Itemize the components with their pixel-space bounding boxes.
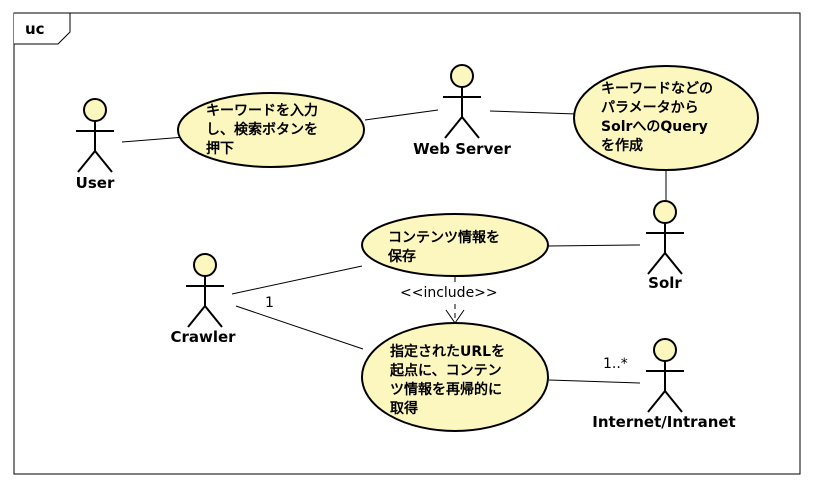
svg-text:起点に、コンテン: 起点に、コンテン xyxy=(389,362,502,379)
frame-tag: uc xyxy=(25,20,45,38)
assoc-webserver-query xyxy=(489,110,577,115)
include-label: <<include>> xyxy=(400,285,498,301)
svg-text:取得: 取得 xyxy=(390,400,418,417)
svg-text:Internet/Intranet: Internet/Intranet xyxy=(592,413,735,431)
svg-text:User: User xyxy=(76,174,115,192)
svg-text:保存: 保存 xyxy=(387,248,416,265)
associations xyxy=(121,109,667,384)
actor-internet-intranet: Internet/Intranet xyxy=(592,338,736,431)
assoc-input-webserver xyxy=(364,109,439,121)
assoc-crawler-save xyxy=(231,265,363,295)
svg-text:Crawler: Crawler xyxy=(170,328,236,346)
usecase-save-content: コンテンツ情報を 保存 xyxy=(361,213,549,277)
actor-web-server: Web Server xyxy=(413,64,512,158)
crawler-multiplicity: 1 xyxy=(265,295,274,311)
svg-text:Web Server: Web Server xyxy=(413,140,511,158)
actor-solr: Solr xyxy=(646,200,684,292)
usecase-crawl-url: 指定されたURLを 起点に、コンテン ツ情報を再帰的に 取得 xyxy=(361,322,549,432)
include-label-bg xyxy=(399,283,503,300)
usecase-build-query: キーワードなどの パラメータから SolrへのQuery を作成 xyxy=(573,65,759,171)
frame-tag-box xyxy=(14,12,71,45)
assoc-crawler-crawl xyxy=(235,305,364,350)
svg-text:キーワードを入力: キーワードを入力 xyxy=(206,102,318,119)
svg-text:ツ情報を再帰的に: ツ情報を再帰的に xyxy=(390,381,502,398)
assoc-user-input xyxy=(121,136,186,143)
internet-multiplicity: 1..* xyxy=(603,356,628,372)
svg-text:パラメータから: パラメータから xyxy=(601,100,699,116)
svg-text:SolrへのQuery: SolrへのQuery xyxy=(601,119,708,135)
assoc-crawl-internet xyxy=(548,379,641,384)
assoc-save-solr xyxy=(547,244,641,247)
svg-text:を作成: を作成 xyxy=(601,137,643,154)
actor-user: User xyxy=(76,98,115,192)
actor-crawler: Crawler xyxy=(170,253,236,346)
svg-text:キーワードなどの: キーワードなどの xyxy=(601,81,713,97)
svg-text:し、検索ボタンを: し、検索ボタンを xyxy=(206,121,318,138)
usecase-input-keyword: キーワードを入力 し、検索ボタンを 押下 xyxy=(177,92,365,168)
svg-text:指定されたURLを: 指定されたURLを xyxy=(390,343,505,360)
svg-text:コンテンツ情報を: コンテンツ情報を xyxy=(388,229,500,246)
svg-text:Solr: Solr xyxy=(648,274,682,292)
svg-text:押下: 押下 xyxy=(206,140,234,157)
